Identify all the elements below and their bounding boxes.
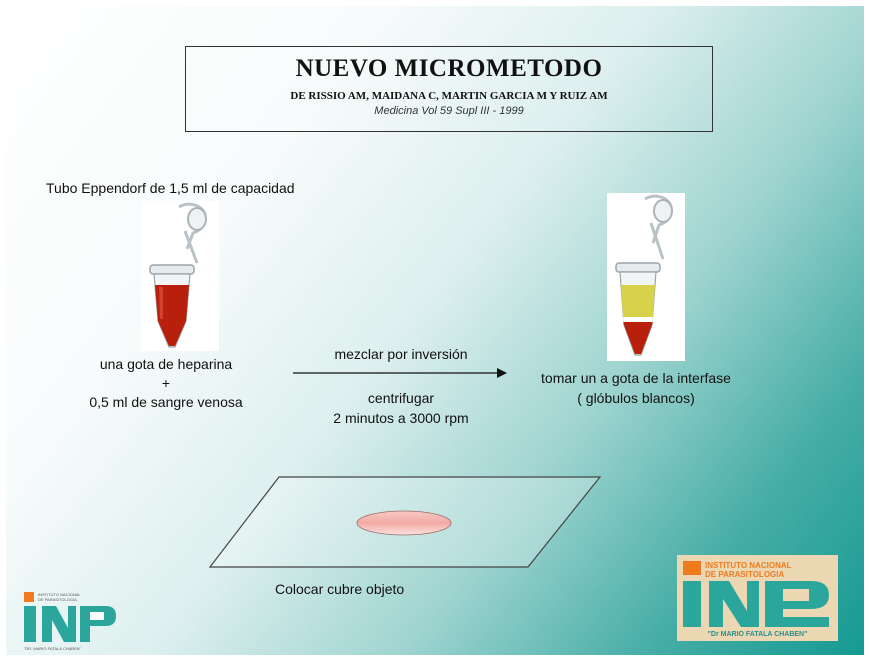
plus-sign: +	[161, 375, 171, 391]
right-line-2: ( glóbulos blancos)	[577, 390, 695, 406]
right-arrow-icon	[293, 368, 507, 378]
right-line-1: tomar un a gota de la interfase	[541, 370, 731, 386]
logo-left: INSTITUTO NACIONAL DE PARASITOLOGIA "DR.…	[24, 592, 118, 652]
eppendorf-tube-icon	[149, 202, 207, 348]
eppendorf-tube-centrifuged-icon	[615, 194, 673, 356]
microscope-slide-icon	[208, 476, 602, 568]
slide-caption: Colocar cubre objeto	[275, 581, 405, 597]
logo-right: INSTITUTO NACIONAL DE PARASITOLOGIA "Dr …	[677, 555, 838, 641]
left-line-2: 0,5 ml de sangre venosa	[89, 394, 243, 410]
authors: DE RISSIO AM, MAIDANA C, MARTIN GARCIA M…	[290, 90, 608, 102]
page-title: NUEVO MICROMETODO	[295, 55, 603, 82]
logo-orange-square	[683, 561, 701, 575]
tube-image-left	[141, 201, 219, 351]
logo-right-line-2: DE PARASITOLOGIA	[705, 570, 785, 579]
logo-right-bottom: "Dr MARIO FATALA CHABEN"	[707, 631, 808, 638]
arrow-label-bottom-1: centrifugar	[367, 390, 435, 406]
tube-caption: Tubo Eppendorf de 1,5 ml de capacidad	[46, 180, 295, 196]
inp-logo-icon	[683, 581, 829, 627]
tube-image-right	[607, 193, 685, 361]
citation: Medicina Vol 59 Supl III - 1999	[374, 105, 524, 117]
title-box: NUEVO MICROMETODO DE RISSIO AM, MAIDANA …	[185, 46, 713, 132]
arrow-label-bottom-2: 2 minutos a 3000 rpm	[333, 410, 469, 426]
logo-right-line-1: INSTITUTO NACIONAL	[705, 561, 792, 570]
arrow-label-top: mezclar por inversión	[334, 346, 468, 362]
slide: NUEVO MICROMETODO DE RISSIO AM, MAIDANA …	[6, 6, 864, 655]
left-line-1: una gota de heparina	[99, 356, 233, 372]
